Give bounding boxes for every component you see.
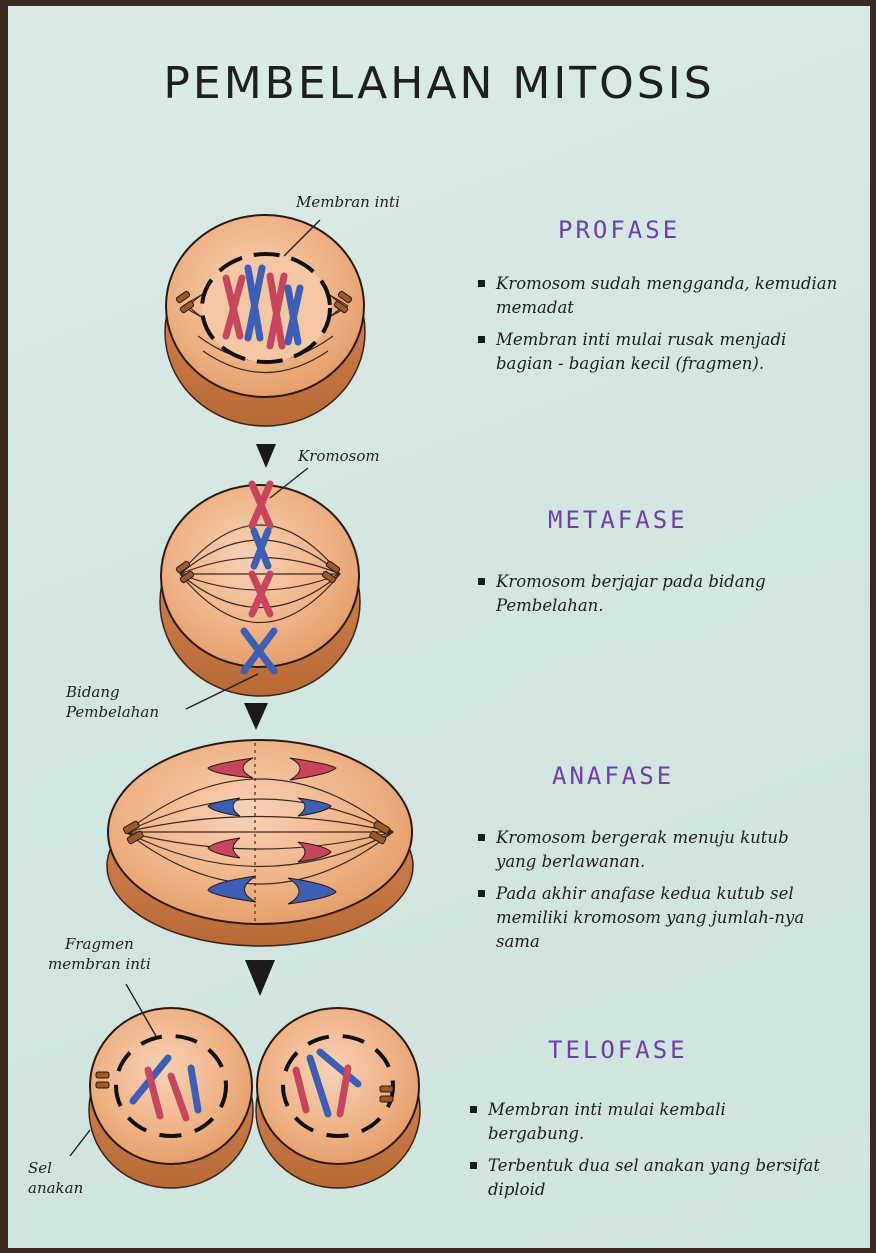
phase-title-telofase: TELOFASE	[548, 1036, 688, 1064]
arrow-down-icon	[244, 703, 268, 730]
label-membran-inti: Membran inti	[296, 192, 400, 212]
phase-title-metafase: METAFASE	[548, 506, 688, 534]
anafase-bullets: Kromosom bergerak menuju kutub yang berl…	[478, 826, 828, 962]
label-kromosom: Kromosom	[298, 446, 380, 466]
list-item: Terbentuk dua sel anakan yang bersifat d…	[470, 1154, 820, 1202]
list-item: Pada akhir anafase kedua kutub sel memil…	[478, 882, 828, 954]
arrow-down-icon	[256, 444, 276, 468]
mitosis-diagram	[8, 6, 870, 1248]
label-sel-anakan: Sel anakan	[28, 1158, 83, 1198]
list-item: Membran inti mulai kembali bergabung.	[470, 1098, 820, 1146]
phase-title-anafase: ANAFASE	[552, 762, 674, 790]
label-fragmen-membran-inti: Fragmen membran inti	[48, 934, 151, 974]
telofase-bullets: Membran inti mulai kembali bergabung. Te…	[470, 1098, 820, 1210]
telofase-cells	[70, 984, 420, 1188]
phase-title-profase: PROFASE	[558, 216, 680, 244]
profase-cell	[165, 215, 365, 426]
list-item: Kromosom berjajar pada bidang Pembelahan…	[478, 570, 828, 618]
label-bidang-pembelahan: Bidang Pembelahan	[66, 682, 159, 722]
poster-sheet: PEMBELAHAN MITOSIS	[8, 6, 870, 1248]
anafase-cell	[107, 740, 413, 946]
list-item: Kromosom sudah mengganda, kemudian memad…	[478, 272, 838, 320]
list-item: Membran inti mulai rusak menjadi bagian …	[478, 328, 838, 376]
metafase-bullets: Kromosom berjajar pada bidang Pembelahan…	[478, 570, 828, 626]
profase-bullets: Kromosom sudah mengganda, kemudian memad…	[478, 272, 838, 384]
metafase-cell	[160, 468, 360, 709]
list-item: Kromosom bergerak menuju kutub yang berl…	[478, 826, 828, 874]
arrow-down-icon	[245, 960, 275, 996]
